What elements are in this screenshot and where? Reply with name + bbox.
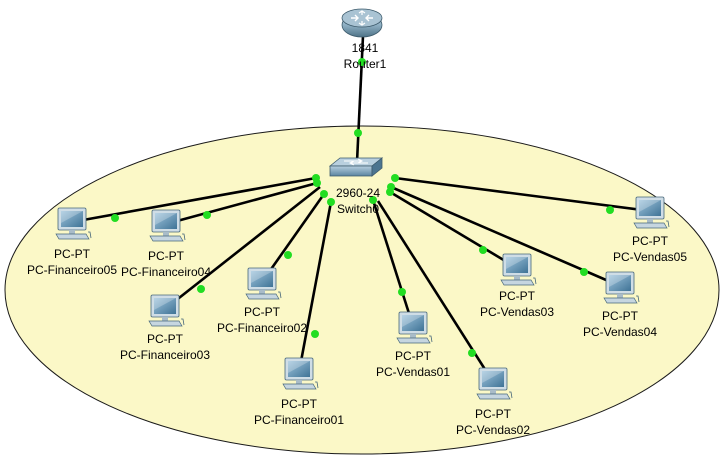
- link-status-dot: [313, 179, 321, 187]
- switch-name-label: Switch0: [337, 202, 379, 216]
- pc-type-label: PC-PT: [475, 407, 512, 421]
- pc-node[interactable]: PC-PT PC-Vendas02: [456, 367, 530, 437]
- pc-node[interactable]: PC-PT PC-Financeiro04: [121, 209, 211, 279]
- pc-name-label: PC-Vendas05: [613, 250, 687, 264]
- link-status-dot: [580, 268, 588, 276]
- pc-icon: [282, 357, 319, 390]
- link-status-dot: [197, 285, 205, 293]
- link-status-dot: [311, 330, 319, 338]
- link-switch-pc[interactable]: [71, 176, 317, 224]
- pc-icon: [500, 253, 537, 286]
- pc-icon: [603, 271, 640, 304]
- link-switch-pc[interactable]: [260, 193, 326, 283]
- pc-icon: [55, 207, 92, 240]
- link-router-switch[interactable]: [355, 35, 365, 163]
- link-status-dot: [606, 206, 614, 214]
- pc-name-label: PC-Vendas03: [480, 305, 554, 319]
- pc-icon: [149, 209, 186, 242]
- pc-node[interactable]: PC-PT PC-Financeiro01: [254, 357, 344, 427]
- pc-type-label: PC-PT: [281, 397, 318, 411]
- link-status-dot: [387, 183, 395, 191]
- link-status-dot: [111, 214, 119, 222]
- pc-type-label: PC-PT: [632, 234, 669, 248]
- link-switch-pc[interactable]: [165, 181, 318, 226]
- pc-name-label: PC-Financeiro01: [254, 413, 344, 427]
- pc-name-label: PC-Vendas02: [456, 423, 530, 437]
- pc-name-label: PC-Financeiro02: [217, 321, 307, 335]
- link-status-dot: [284, 251, 292, 259]
- pc-node[interactable]: PC-PT PC-Financeiro05: [27, 207, 117, 277]
- link-status-dot: [320, 190, 328, 198]
- switch-icon: [328, 157, 384, 177]
- link-switch-pc[interactable]: [394, 176, 651, 213]
- router-node[interactable]: 1841 Router1: [341, 8, 387, 71]
- network-zone-ellipse: [4, 125, 720, 455]
- link-status-layer: [111, 58, 614, 357]
- link-status-dot: [354, 129, 362, 137]
- router-icon: [341, 8, 383, 38]
- pc-name-label: PC-Vendas01: [376, 365, 450, 379]
- pc-name-label: PC-Financeiro03: [120, 348, 210, 362]
- pc-layer: PC-PTPC-Financeiro05PC-PTPC-Financeiro04…: [27, 196, 687, 437]
- router-model-label: 1841: [352, 41, 379, 55]
- pc-type-label: PC-PT: [244, 305, 281, 319]
- link-status-dot: [358, 58, 366, 66]
- pc-icon: [148, 294, 185, 327]
- switch-node[interactable]: 2960-24 Switch0: [328, 157, 384, 216]
- link-switch-pc[interactable]: [389, 190, 518, 270]
- router-name-label: Router1: [344, 57, 387, 71]
- pc-icon: [396, 311, 433, 344]
- switch-model-label: 2960-24: [336, 186, 380, 200]
- pc-icon: [476, 367, 513, 400]
- pc-node[interactable]: PC-PT PC-Vendas03: [480, 253, 554, 319]
- link-switch-pc[interactable]: [371, 199, 415, 327]
- pc-type-label: PC-PT: [54, 247, 91, 261]
- link-switch-pc[interactable]: [164, 185, 321, 311]
- pc-type-label: PC-PT: [395, 349, 432, 363]
- pc-node[interactable]: PC-PT PC-Vendas01: [376, 311, 450, 379]
- pc-node[interactable]: PC-PT PC-Financeiro02: [217, 267, 307, 335]
- pc-name-label: PC-Vendas04: [583, 325, 657, 339]
- pc-node[interactable]: PC-PT PC-Vendas04: [583, 271, 657, 339]
- link-status-dot: [479, 246, 487, 254]
- pc-type-label: PC-PT: [147, 332, 184, 346]
- link-status-dot: [391, 174, 399, 182]
- pc-node[interactable]: PC-PT PC-Financeiro03: [120, 294, 210, 362]
- pc-type-label: PC-PT: [602, 309, 639, 323]
- link-status-dot: [327, 198, 335, 206]
- link-status-dot: [203, 211, 211, 219]
- link-status-dot: [398, 288, 406, 296]
- pc-type-label: PC-PT: [499, 289, 536, 303]
- pc-node[interactable]: PC-PT PC-Vendas05: [613, 196, 687, 264]
- pc-icon: [633, 196, 670, 229]
- link-status-dot: [468, 349, 476, 357]
- pc-icon: [245, 267, 282, 300]
- pc-name-label: PC-Financeiro05: [27, 263, 117, 277]
- pc-name-label: PC-Financeiro04: [121, 265, 211, 279]
- link-switch-pc[interactable]: [297, 201, 333, 373]
- pc-type-label: PC-PT: [148, 249, 185, 263]
- link-status-dot: [369, 196, 377, 204]
